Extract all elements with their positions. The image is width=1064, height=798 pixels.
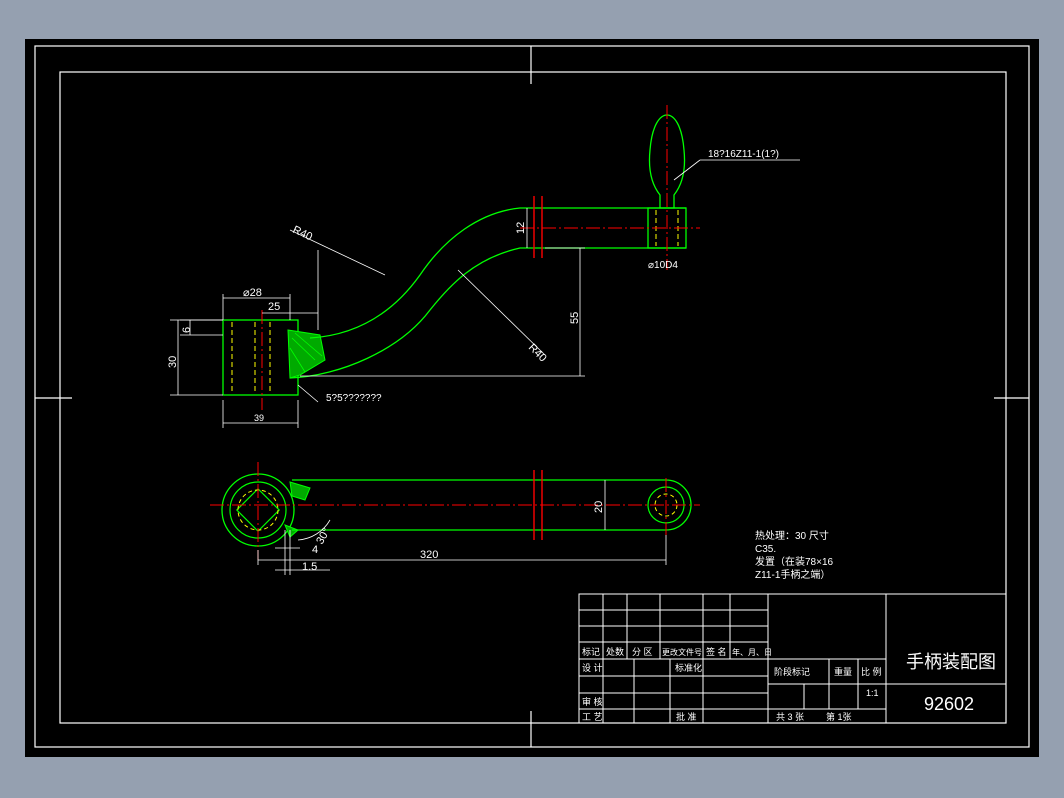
tb-header-count: 处数 <box>606 646 624 657</box>
weld-region <box>287 329 326 379</box>
tb-row-standard: 标准化 <box>675 662 702 673</box>
tb-scale-label: 比 例 <box>861 666 882 677</box>
outer-border <box>34 45 1030 748</box>
title-block <box>578 593 1007 724</box>
weld-callout: 5?5??????? <box>326 393 382 404</box>
technical-notes: 热处理：30 尺寸 C35. 发置（在装78×16 Z11-1手柄之端） <box>755 529 834 581</box>
plan-weld-lower <box>284 524 299 538</box>
knob-callout: 18?16Z11-1(1?) <box>708 149 779 160</box>
handle-side-view: ⌀28 25 6 30 39 R40 R40 55 12 ⌀10D4 18?16… <box>167 105 800 428</box>
note-line-3: 发置（在装78×16 <box>755 555 834 568</box>
dim-bore-diameter: ⌀10D4 <box>648 260 678 271</box>
hub-hidden-lines <box>231 322 271 393</box>
dim-20: 20 <box>593 501 605 513</box>
plan-dimension-lines <box>257 480 667 575</box>
centering-marks <box>35 46 1029 747</box>
tb-row-review: 审 核 <box>582 696 603 707</box>
tb-stage-mark: 阶段标记 <box>774 666 810 677</box>
handle-plan-view: 20 320 4 1.5 30° <box>210 462 700 575</box>
tb-sheet-number: 第 1张 <box>826 711 852 722</box>
dim-6: 6 <box>181 327 193 333</box>
sheet-background <box>25 39 1039 757</box>
dim-25: 25 <box>268 301 280 313</box>
tb-sheet-total: 共 3 张 <box>776 712 804 722</box>
tb-scale-value: 1:1 <box>866 688 879 698</box>
dim-1-5: 1.5 <box>302 561 317 573</box>
break-marks-bottom <box>533 470 543 540</box>
dim-4: 4 <box>312 544 318 556</box>
tb-row-process: 工 艺 <box>582 712 603 722</box>
side-view-dimension-lines <box>170 159 800 428</box>
dim-diameter-28: ⌀28 <box>243 287 262 299</box>
dim-30: 30 <box>167 356 179 368</box>
tb-header-docno: 更改文件号 <box>662 647 702 657</box>
arm-upper-edge <box>309 207 540 339</box>
dim-55: 55 <box>569 312 581 324</box>
break-marks-top <box>533 196 543 258</box>
plan-center-lines <box>210 462 700 560</box>
tb-row-design: 设 计 <box>582 662 603 673</box>
dim-39: 39 <box>254 413 264 423</box>
tb-header-sign: 签 名 <box>706 646 727 657</box>
note-line-1: 热处理：30 尺寸 <box>755 529 829 542</box>
arm-lower-edge <box>289 247 540 379</box>
note-line-2: C35. <box>755 544 776 555</box>
dim-12: 12 <box>515 222 527 234</box>
tb-drawing-number: 92602 <box>924 694 974 714</box>
title-block-text: 标记 处数 分 区 更改文件号 签 名 年、月、日 设 计 标准化 审 核 工 … <box>582 646 996 722</box>
note-line-4: Z11-1手柄之端） <box>755 568 830 581</box>
tb-drawing-title: 手柄装配图 <box>906 652 996 672</box>
tb-header-zone: 分 区 <box>632 647 653 657</box>
weld-hatch <box>289 332 323 373</box>
tb-header-mark: 标记 <box>582 646 600 657</box>
tb-weight: 重量 <box>834 666 852 677</box>
dim-320: 320 <box>420 549 438 561</box>
square-hole <box>235 487 281 533</box>
tb-row-approve: 批 准 <box>676 711 697 722</box>
plan-weld <box>289 481 311 501</box>
tb-header-date: 年、月、日 <box>732 647 772 657</box>
